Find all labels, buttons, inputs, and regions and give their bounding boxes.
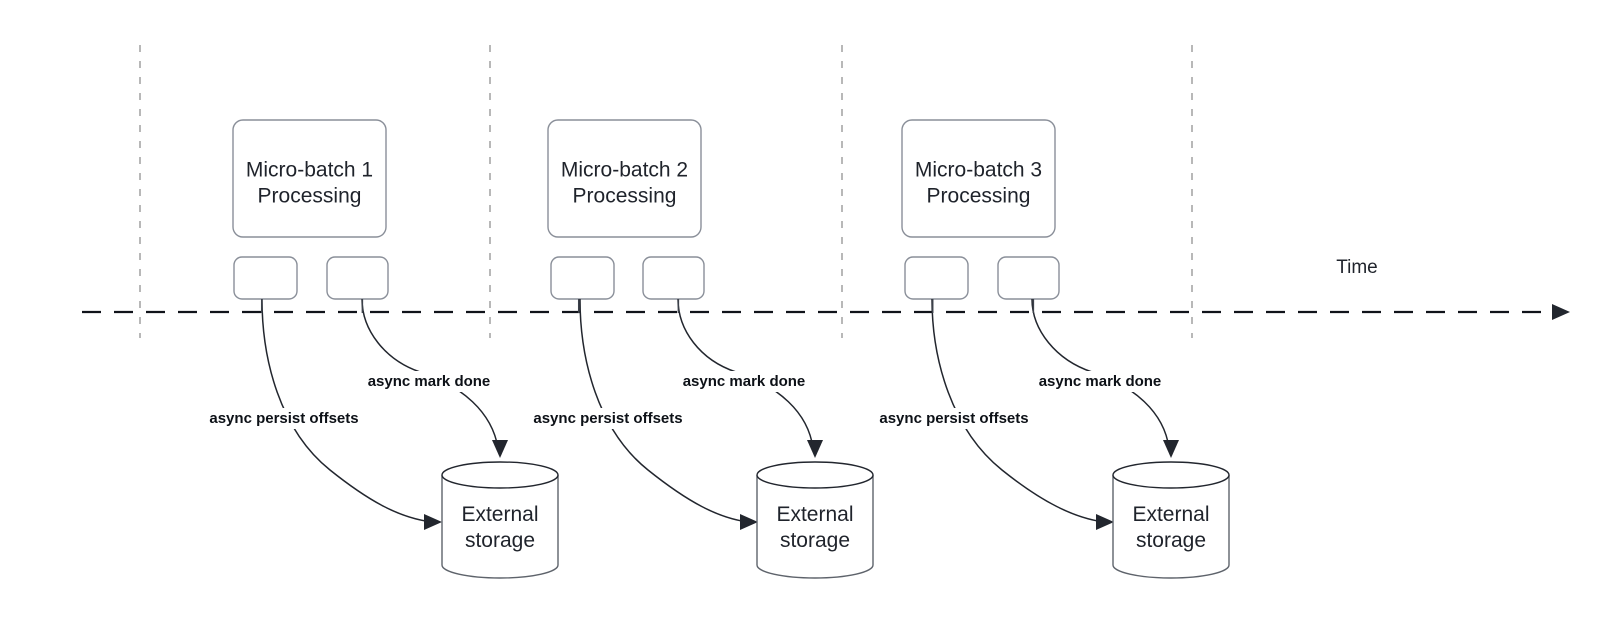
- edge-label-backdrop-persist-offsets-2: [518, 408, 698, 429]
- task-box-task-2a[interactable]: [550, 256, 615, 300]
- edge-label-persist-offsets-1: async persist offsets: [209, 410, 358, 427]
- task-box-task-1b[interactable]: [326, 256, 389, 300]
- edge-arrowhead-icon-mark-done-2: [807, 440, 823, 458]
- storage-label-line1: External: [776, 503, 853, 526]
- process-box-label-line1: Micro-batch 3: [915, 159, 1042, 182]
- edge-arrowhead-icon-persist-offsets-1: [424, 514, 442, 530]
- edge-curve-persist-offsets-1: [261, 298, 433, 523]
- process-box-label-line1: Micro-batch 2: [561, 159, 688, 182]
- storage-cylinder-top-group-1[interactable]: [441, 461, 559, 489]
- task-box-task-3b[interactable]: [997, 256, 1060, 300]
- process-box-label-line1: Micro-batch 1: [246, 159, 373, 182]
- process-box-label-line2: Processing: [927, 185, 1031, 208]
- storage-cylinder-top-group-2[interactable]: [756, 461, 874, 489]
- edge-label-backdrop-mark-done-2: [654, 371, 834, 392]
- edge-arrowhead-icon-persist-offsets-3: [1096, 514, 1114, 530]
- storage-cylinder-body-group-1[interactable]: [441, 475, 559, 579]
- edge-label-mark-done-1: async mark done: [368, 373, 491, 390]
- edge-label-persist-offsets-3: async persist offsets: [879, 410, 1028, 427]
- group-3: Micro-batch 3 Processing async persist off…: [864, 119, 1230, 579]
- edge-label-backdrop-persist-offsets-1: [194, 408, 374, 429]
- process-box-group-1[interactable]: [232, 119, 387, 238]
- micro-batch-groups-layer: Micro-batch 1 Processing async persist off…: [194, 119, 1230, 579]
- storage-cylinder-body-group-3[interactable]: [1112, 475, 1230, 579]
- storage-label-line2: storage: [465, 529, 535, 552]
- storage-label-line2: storage: [1136, 529, 1206, 552]
- process-box-group-3[interactable]: [901, 119, 1056, 238]
- storage-label-line1: External: [461, 503, 538, 526]
- process-box-group-2[interactable]: [547, 119, 702, 238]
- grid-lines-layer: [139, 45, 1193, 338]
- process-box-label-line2: Processing: [573, 185, 677, 208]
- task-stems-group-2: [577, 299, 680, 313]
- group-1: Micro-batch 1 Processing async persist off…: [194, 119, 559, 579]
- group-2: Micro-batch 2 Processing async persist off…: [518, 119, 874, 579]
- edge-curve-persist-offsets-2: [579, 298, 749, 523]
- task-stems-group-3: [931, 299, 1035, 313]
- time-axis-arrowhead-icon: [1552, 304, 1570, 320]
- edge-label-backdrop-mark-done-3: [1010, 371, 1190, 392]
- task-box-task-1a[interactable]: [233, 256, 298, 300]
- task-stems-group-1: [260, 299, 364, 313]
- timeline-axis-layer: [82, 304, 1570, 320]
- edge-arrowhead-icon-mark-done-1: [492, 440, 508, 458]
- edge-label-mark-done-2: async mark done: [683, 373, 806, 390]
- storage-cylinder-top-group-3[interactable]: [1112, 461, 1230, 489]
- edge-curve-persist-offsets-3: [931, 298, 1105, 523]
- edge-arrowhead-icon-mark-done-3: [1163, 440, 1179, 458]
- time-axis-label: Time: [1336, 257, 1378, 278]
- edge-arrowhead-icon-persist-offsets-2: [740, 514, 758, 530]
- task-box-task-3a[interactable]: [904, 256, 969, 300]
- task-box-task-2b[interactable]: [642, 256, 705, 300]
- storage-label-line2: storage: [780, 529, 850, 552]
- edge-label-backdrop-mark-done-1: [339, 371, 519, 392]
- process-box-label-line2: Processing: [258, 185, 362, 208]
- axis-label-layer: Time: [1336, 257, 1378, 278]
- edge-label-backdrop-persist-offsets-3: [864, 408, 1044, 429]
- storage-label-line1: External: [1132, 503, 1209, 526]
- storage-cylinder-body-group-2[interactable]: [756, 475, 874, 579]
- edge-label-mark-done-3: async mark done: [1039, 373, 1162, 390]
- edge-label-persist-offsets-2: async persist offsets: [533, 410, 682, 427]
